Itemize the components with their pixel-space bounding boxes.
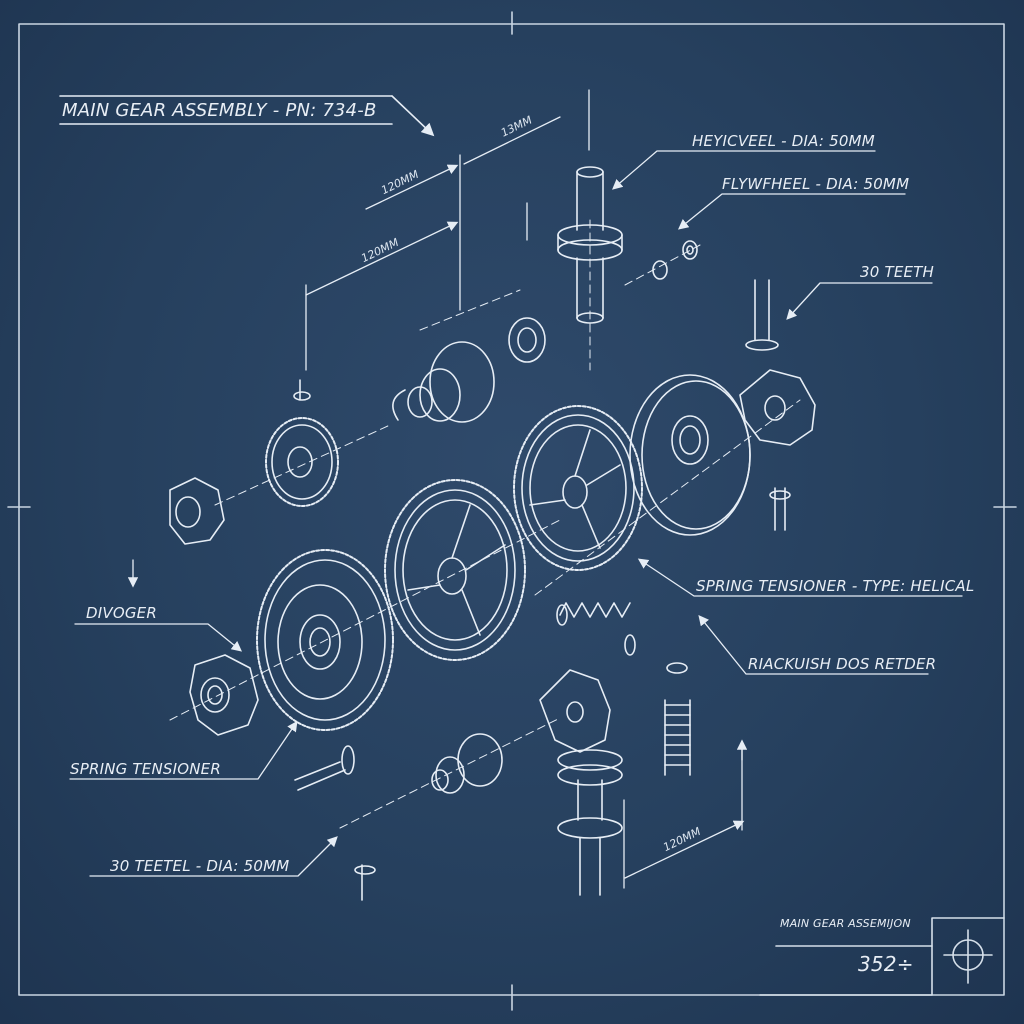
coupling-bottom	[431, 733, 503, 794]
title-block-number: 352÷	[858, 952, 914, 976]
dimension-lines	[127, 89, 748, 889]
callout-30-teetel: 30 TEETEL - DIA: 50MM	[110, 857, 290, 875]
flywheel-disc	[629, 374, 751, 536]
hex-nut-bottom-left	[189, 654, 259, 736]
cam-plate-right	[739, 369, 816, 446]
hub-flange	[392, 341, 495, 423]
callout-spring-tensioner-helical: SPRING TENSIONER - TYPE: HELICAL	[696, 577, 975, 595]
callout-flywheel: FLYWFHEEL - DIA: 50MM	[722, 175, 910, 193]
spoked-gear-right	[513, 405, 643, 571]
title-block-lines	[759, 917, 1005, 996]
spring-helical	[556, 602, 636, 656]
crosshair-target-icon	[952, 939, 984, 971]
large-gear-left	[256, 549, 394, 731]
cam-plate-bottom	[539, 669, 611, 753]
drawing-frame	[7, 11, 1017, 1011]
callout-30-teeth: 30 TEETH	[860, 263, 935, 281]
spring-vertical	[664, 662, 691, 776]
drawing-title: MAIN GEAR ASSEMBLY - PN: 734-B	[62, 100, 377, 121]
washers	[652, 240, 698, 280]
bottom-shaft	[557, 749, 623, 896]
small-gear	[265, 417, 339, 507]
bushing-top	[508, 317, 546, 363]
callout-leaders	[69, 150, 963, 877]
callout-spring-tensioner: SPRING TENSIONER	[70, 760, 221, 778]
top-shaft	[557, 166, 623, 324]
callout-heywheel: HEYICVEEL - DIA: 50MM	[692, 132, 875, 150]
assembly-axes	[169, 219, 801, 829]
hex-nut-left	[169, 477, 225, 545]
callout-divoger: DIVOGER	[86, 604, 157, 622]
title-block-name: MAIN GEAR ASSEMIJON	[780, 917, 911, 930]
title-leader	[59, 95, 435, 137]
spoked-gear-center	[384, 479, 526, 661]
callout-backlash: RIACKUISH DOS RETDER	[748, 655, 937, 673]
bolts	[293, 279, 791, 901]
